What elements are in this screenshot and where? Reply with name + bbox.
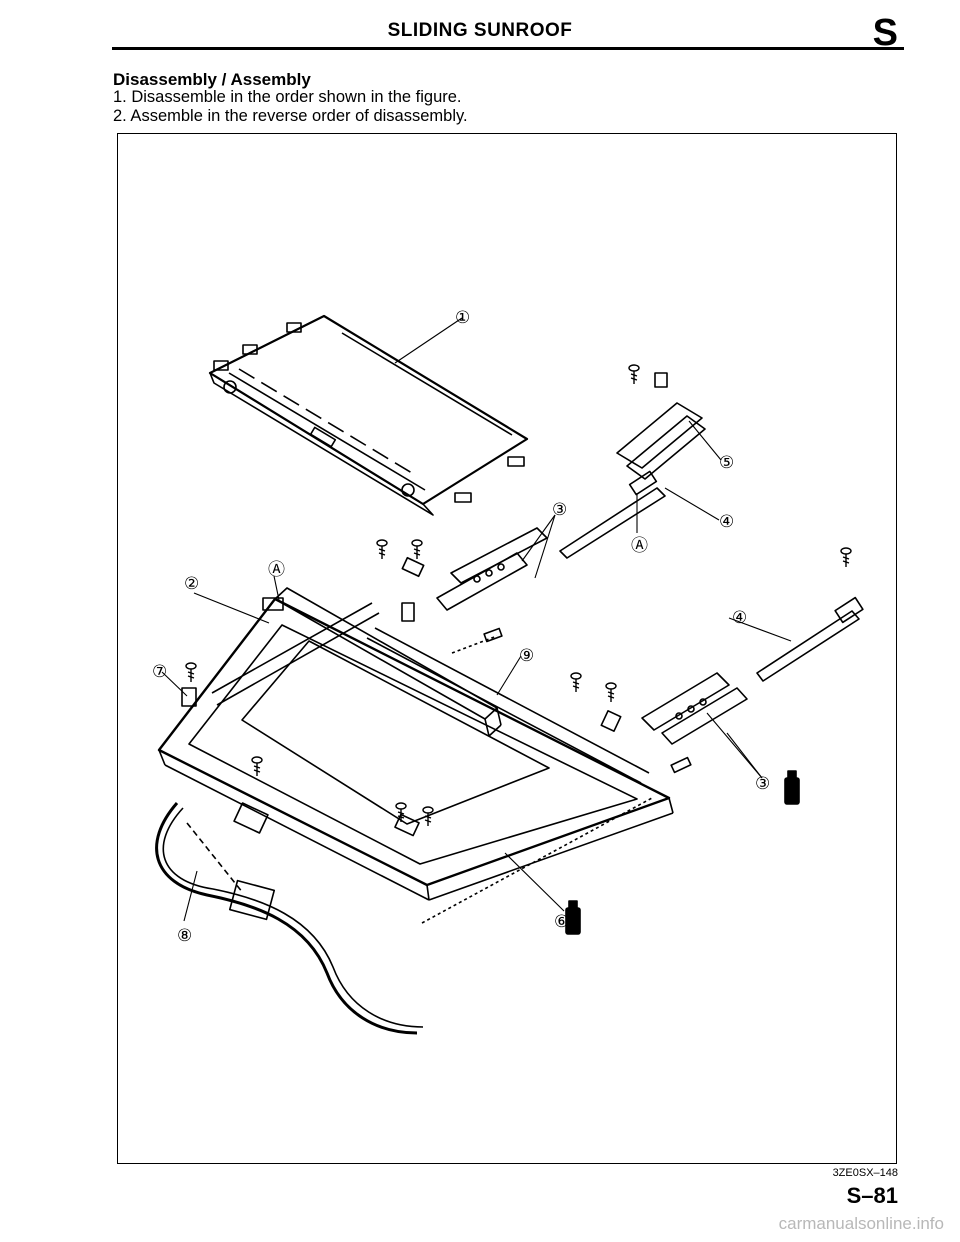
section-subheading: Disassembly / Assembly: [113, 70, 311, 89]
detail-mark-a: Ⓐ: [631, 536, 648, 556]
callout-6: ⑥: [554, 912, 569, 932]
exploded-view-diagram: ① ② ③ ③ ④ ④ ⑤ ⑥ ⑦ ⑧ ⑨ Ⓐ Ⓐ: [152, 308, 864, 1035]
watermark: carmanualsonline.info: [778, 1214, 944, 1233]
callout-3b: ③: [755, 774, 770, 794]
leader-lines: [161, 317, 792, 922]
figure-frame: [117, 133, 897, 1164]
callout-4b: ④: [732, 608, 747, 628]
page-number: S–81: [846, 1183, 898, 1208]
slide-guide-left: [436, 527, 548, 611]
drive-cable: [421, 627, 692, 924]
bracket-clips: [181, 556, 622, 837]
instruction-step: 1. Disassemble in the order shown in the…: [113, 88, 462, 106]
motor-bracket: [616, 372, 706, 480]
title-rule: [112, 47, 904, 50]
callout-2: ②: [184, 574, 199, 594]
cross-bar: [274, 587, 502, 737]
callout-labels: ① ② ③ ③ ④ ④ ⑤ ⑥ ⑦ ⑧ ⑨ Ⓐ Ⓐ: [152, 308, 770, 946]
callout-1: ①: [455, 308, 470, 328]
figure-code: 3ZE0SX–148: [832, 1167, 898, 1179]
instruction-list: 1. Disassemble in the order shown in the…: [113, 88, 468, 126]
callout-4: ④: [719, 512, 734, 532]
detail-mark-a2: Ⓐ: [268, 560, 285, 580]
page-title: SLIDING SUNROOF: [387, 20, 573, 41]
guide-rail-right: [756, 596, 864, 682]
sunshade-panel: [208, 314, 529, 516]
grease-tube-icon: [565, 770, 800, 935]
drain-hose: [155, 802, 424, 1035]
callout-9: ⑨: [519, 646, 534, 666]
callout-8: ⑧: [177, 926, 192, 946]
callout-7: ⑦: [152, 662, 167, 682]
instruction-step: 2. Assemble in the reverse order of disa…: [113, 107, 468, 125]
guide-rail-left: [559, 470, 666, 559]
screw-icons: [185, 364, 852, 826]
callout-5: ⑤: [719, 453, 734, 473]
callout-3: ③: [552, 500, 567, 520]
sunroof-frame: [157, 597, 674, 901]
slide-guide-right: [641, 672, 748, 745]
